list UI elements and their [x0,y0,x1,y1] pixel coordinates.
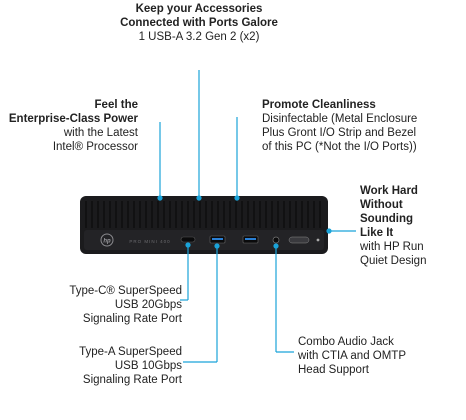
power-led-icon [316,238,320,242]
quiet-heading-line1: Work Hard [360,185,418,197]
typec-line2: USB 20Gbps [114,299,182,311]
quiet-body-line1: with HP Run [360,241,424,253]
audio-line3: Head Support [298,364,369,376]
leader-dot-accessories [196,195,202,201]
accessories-heading-line2: Connected with Ports Galore [120,17,278,29]
leader-dot-typea [214,243,220,249]
accessories-body: 1 USB-A 3.2 Gen 2 (x2) [138,31,260,43]
cleanliness-body-line1: Disinfectable (Metal Enclosure [262,113,418,125]
typea-line1: Type-A SuperSpeed [79,346,182,358]
callout-typea: Type-A SuperSpeed USB 10Gbps Signaling R… [8,345,182,387]
leader-dot-cleanliness [234,195,240,201]
usb-a-port-1 [209,235,226,244]
callout-cleanliness: Promote Cleanliness Disinfectable (Metal… [262,98,452,154]
cleanliness-body-line3: of this PC (*Not the I/O Ports)) [262,141,417,153]
leader-lines [157,70,356,363]
quiet-heading-line4: Like It [360,227,394,239]
callout-accessories: Keep your Accessories Connected with Por… [84,2,314,44]
model-label: PRO MINI 400 [129,239,170,244]
cleanliness-heading: Promote Cleanliness [262,99,376,111]
svg-text:hp: hp [103,239,111,245]
power-body-line2: Intel® Processor [52,141,138,153]
audio-jack-port [272,236,280,244]
typea-line3: Signaling Rate Port [82,374,182,386]
leader-dot-audio [273,243,279,249]
callout-typec: Type-C® SuperSpeed USB 20Gbps Signaling … [10,284,182,326]
typec-line3: Signaling Rate Port [82,313,182,325]
typec-line1: Type-C® SuperSpeed [69,285,182,297]
leader-dot-quiet [326,228,332,234]
power-heading-line2: Enterprise-Class Power [8,113,138,125]
usb-a-port-2 [242,235,259,244]
quiet-body-line2: Quiet Design [360,255,427,267]
mini-pc-chassis [80,196,328,254]
quiet-heading-line3: Sounding [360,213,414,225]
power-heading-line1: Feel the [94,99,138,111]
cleanliness-body-line2: Plus Gront I/O Strip and Bezel [262,127,417,139]
leader-dot-power [157,195,163,201]
power-button [288,236,310,244]
accessories-heading-line1: Keep your Accessories [135,3,263,15]
audio-line2: with CTIA and OMTP [298,350,407,362]
hp-logo-icon: hp [100,233,114,247]
callout-audio: Combo Audio Jack with CTIA and OMTP Head… [298,335,448,377]
usb-c-port [180,236,196,243]
leader-dot-typec [185,242,191,248]
power-body-line1: with the Latest [63,127,138,139]
quiet-heading-line2: Without [360,199,403,211]
typea-line2: USB 10Gbps [114,360,182,372]
audio-line1: Combo Audio Jack [298,336,394,348]
callout-quiet: Work Hard Without Sounding Like It with … [360,184,464,268]
callout-power: Feel the Enterprise-Class Power with the… [4,98,138,154]
